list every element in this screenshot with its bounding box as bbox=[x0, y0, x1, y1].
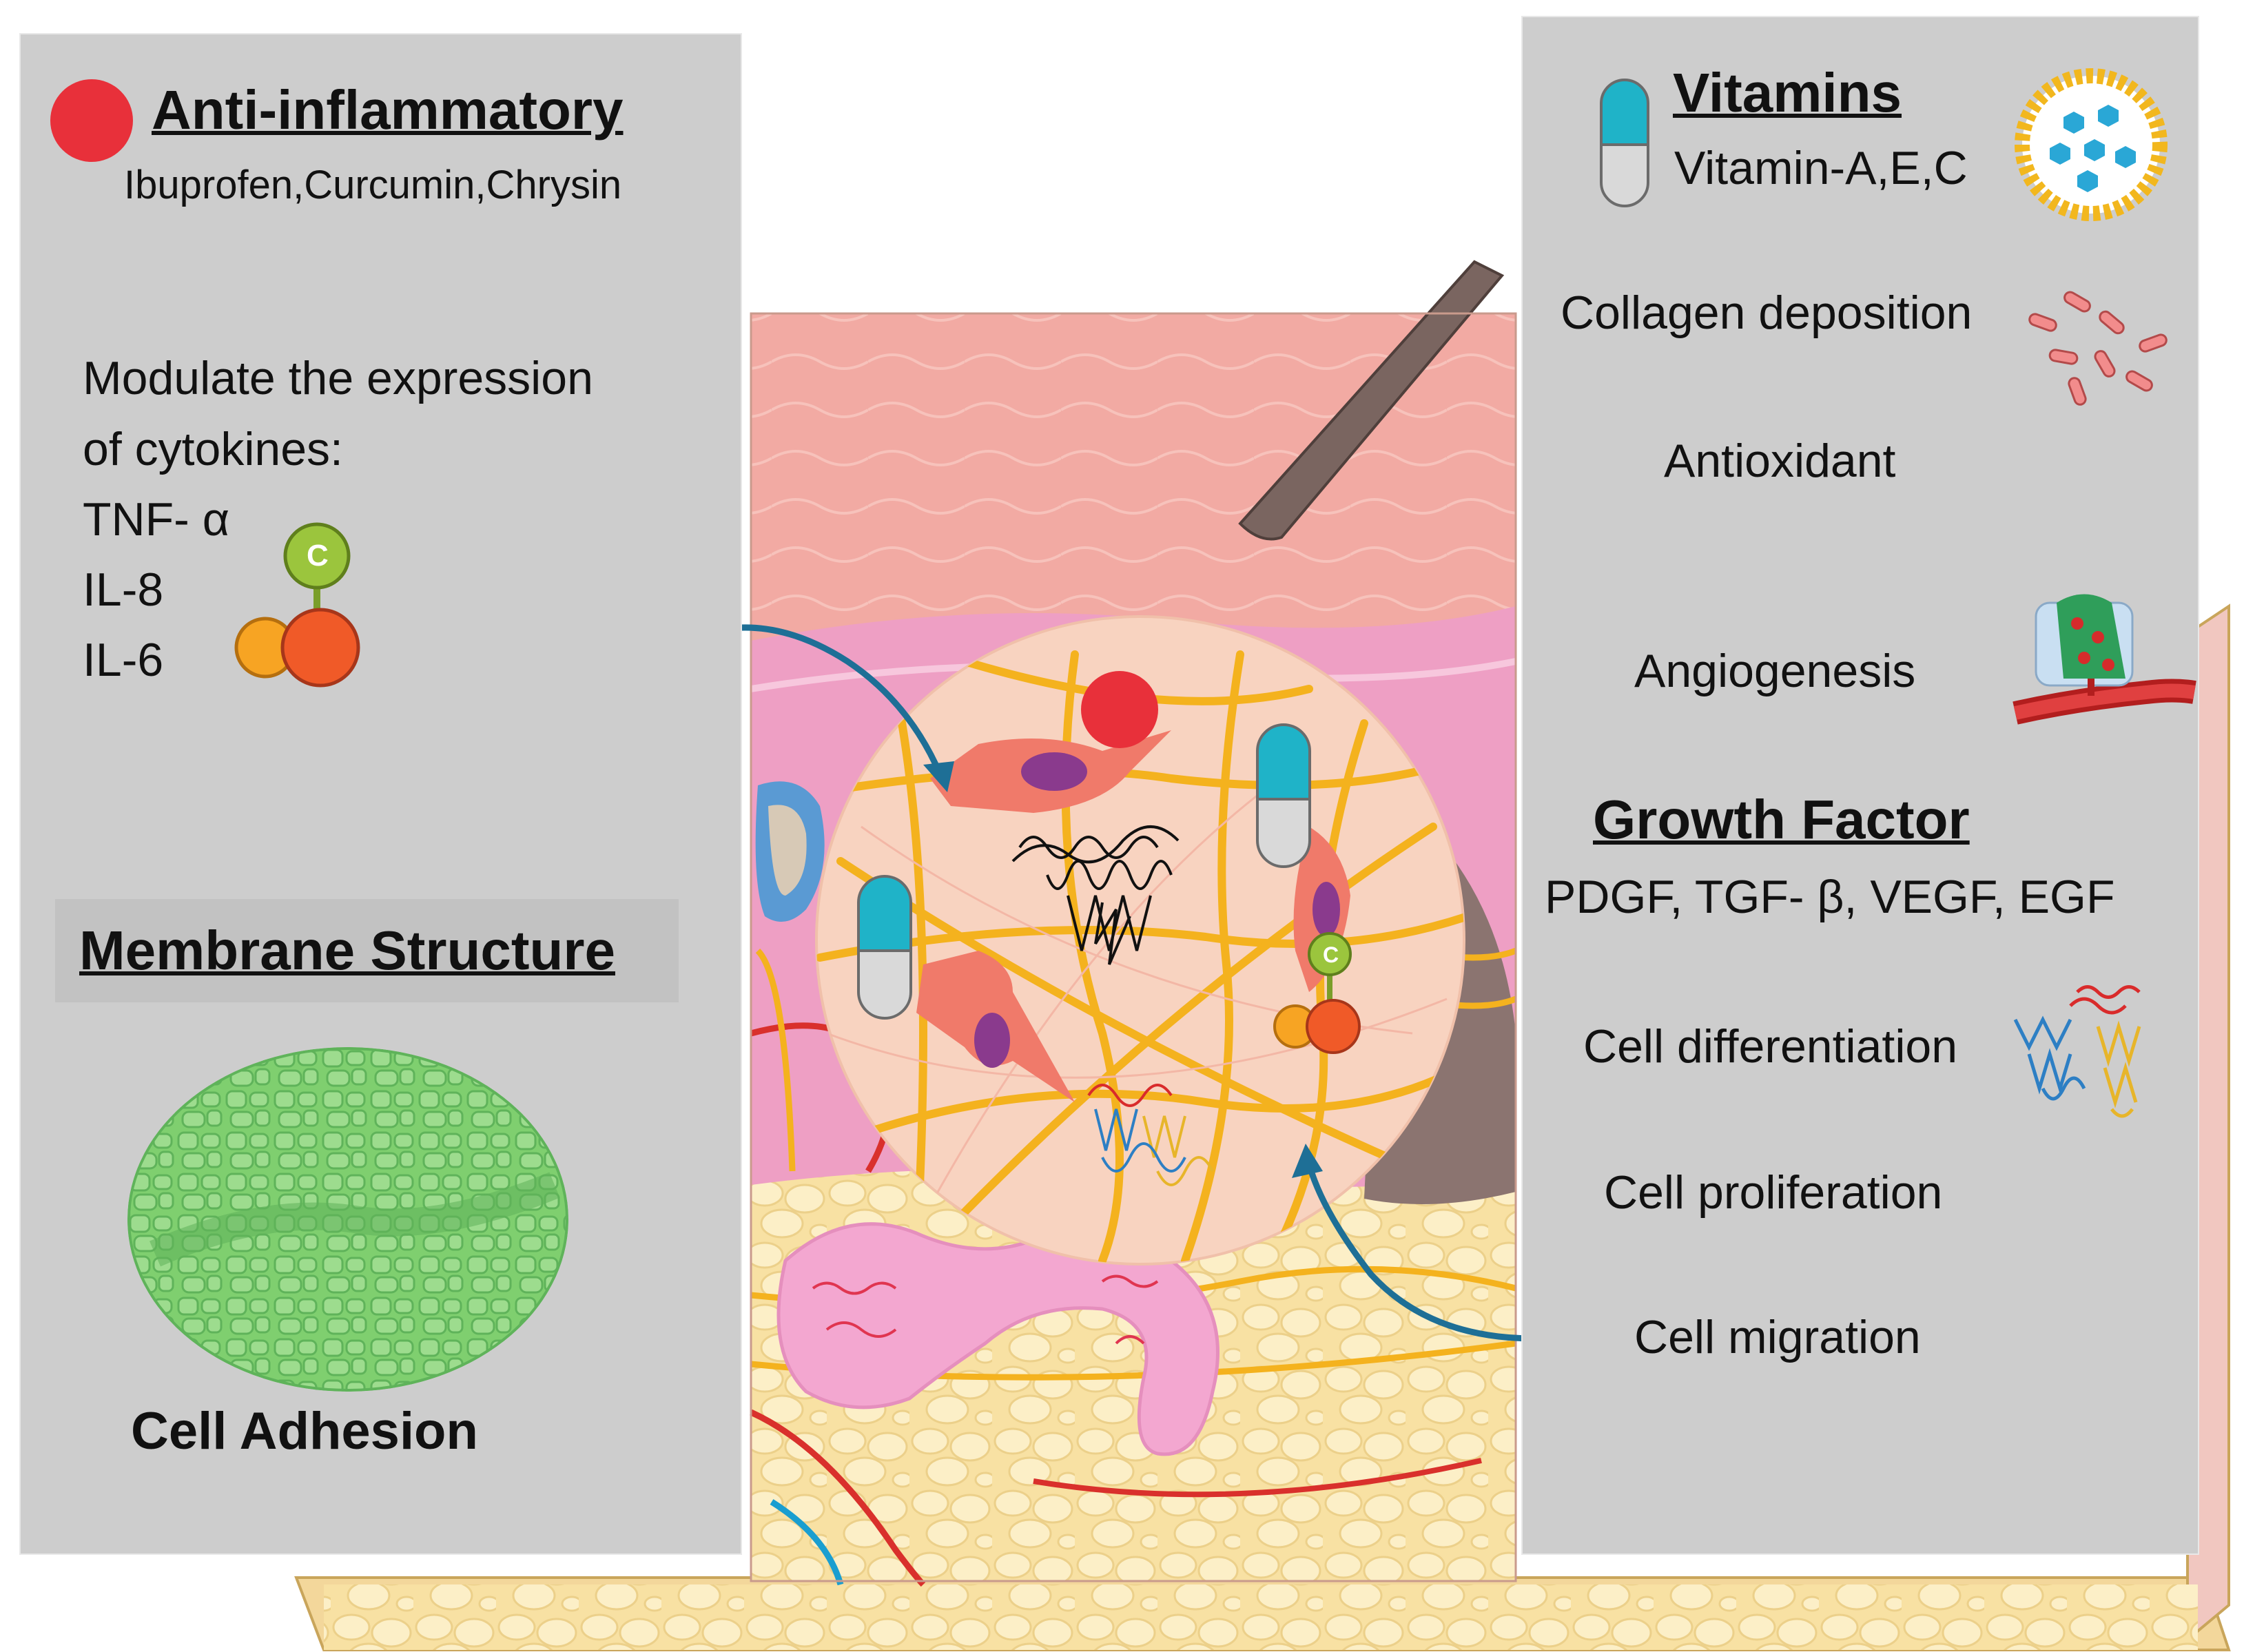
growth-factor-title: Growth Factor bbox=[1593, 789, 1970, 850]
modulate-text-line2: of cytokines: bbox=[83, 423, 343, 475]
effect-angiogenesis: Angiogenesis bbox=[1634, 645, 1916, 697]
blood-vessel-icon bbox=[2013, 594, 2196, 725]
capsule-icon bbox=[857, 875, 912, 1020]
anti-inflammatory-examples: Ibuprofen,Curcumin,Chrysin bbox=[124, 163, 622, 207]
molecule-label: C bbox=[307, 539, 329, 572]
vitamins-title: Vitamins bbox=[1673, 62, 1902, 123]
anti-inflammatory-title: Anti-inflammatory bbox=[152, 79, 624, 141]
capsule-icon bbox=[1256, 723, 1311, 868]
molecule-icon bbox=[1273, 932, 1361, 1054]
membrane-title-box bbox=[55, 899, 679, 1002]
molecule-icon bbox=[234, 522, 360, 688]
capsule-icon bbox=[1600, 79, 1649, 207]
growth-factor-protein-icon bbox=[2013, 985, 2141, 1118]
center-molecule-label: C bbox=[1323, 942, 1339, 967]
collagen-fragments-icon bbox=[2028, 291, 2168, 406]
effect-antioxidant: Antioxidant bbox=[1664, 435, 1896, 487]
effect-cell-migration: Cell migration bbox=[1634, 1311, 1921, 1363]
effect-collagen-deposition: Collagen deposition bbox=[1561, 287, 1973, 339]
membrane-image bbox=[127, 1047, 568, 1392]
cytokine-il6: IL-6 bbox=[83, 634, 164, 686]
effect-cell-differentiation: Cell differentiation bbox=[1583, 1020, 1958, 1073]
anti-inflammatory-dot-icon bbox=[1081, 671, 1158, 748]
right-panel bbox=[1523, 17, 2198, 1553]
growth-factor-examples: PDGF, TGF- β, VEGF, EGF bbox=[1545, 871, 2115, 923]
effect-cell-proliferation: Cell proliferation bbox=[1604, 1166, 1943, 1219]
membrane-structure-title: Membrane Structure bbox=[79, 920, 615, 981]
modulate-text-line1: Modulate the expression bbox=[83, 352, 593, 404]
red-dot-icon bbox=[50, 79, 133, 162]
liposome-icon bbox=[2015, 68, 2168, 221]
cytokine-tnf: TNF- α bbox=[83, 493, 230, 546]
vitamins-examples: Vitamin-A,E,C bbox=[1674, 142, 1968, 194]
cell-adhesion-caption: Cell Adhesion bbox=[131, 1402, 478, 1460]
cytokine-il8: IL-8 bbox=[83, 564, 164, 616]
